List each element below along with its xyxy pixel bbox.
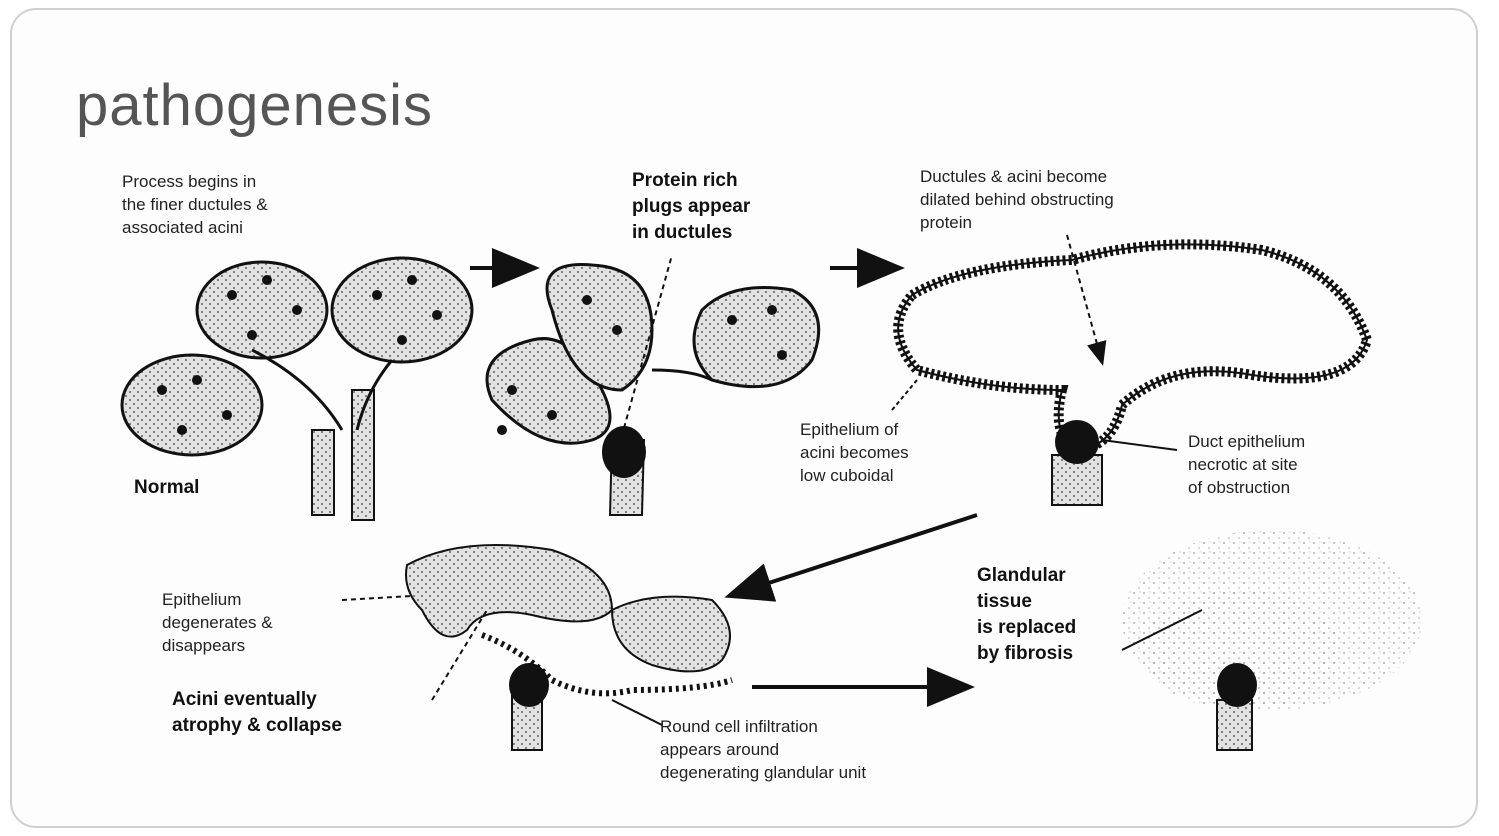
fibrosis-illustration (1122, 530, 1422, 750)
label-normal: Normal (134, 475, 199, 501)
label-epithelium-acini: Epithelium of acini becomes low cuboidal (800, 418, 909, 487)
label-epithelium-degenerates: Epithelium degenerates & disappears (162, 588, 273, 657)
label-acini-atrophy: Acini eventually atrophy & collapse (172, 687, 342, 739)
label-glandular-tissue: Glandular tissue is replaced by fibrosis (977, 563, 1076, 667)
label-process-begins: Process begins in the finer ductules & a… (122, 170, 268, 239)
protein-plug-illustration (487, 255, 819, 515)
label-duct-epithelium: Duct epithelium necrotic at site of obst… (1188, 430, 1305, 499)
slide: pathogenesis (10, 8, 1478, 828)
arrow-stage3-to-stage4 (732, 515, 977, 595)
label-protein-plugs: Protein rich plugs appear in ductules (632, 168, 750, 246)
label-ductules-dilated: Ductules & acini become dilated behind o… (920, 165, 1114, 234)
label-round-cell: Round cell infiltration appears around d… (660, 715, 866, 784)
